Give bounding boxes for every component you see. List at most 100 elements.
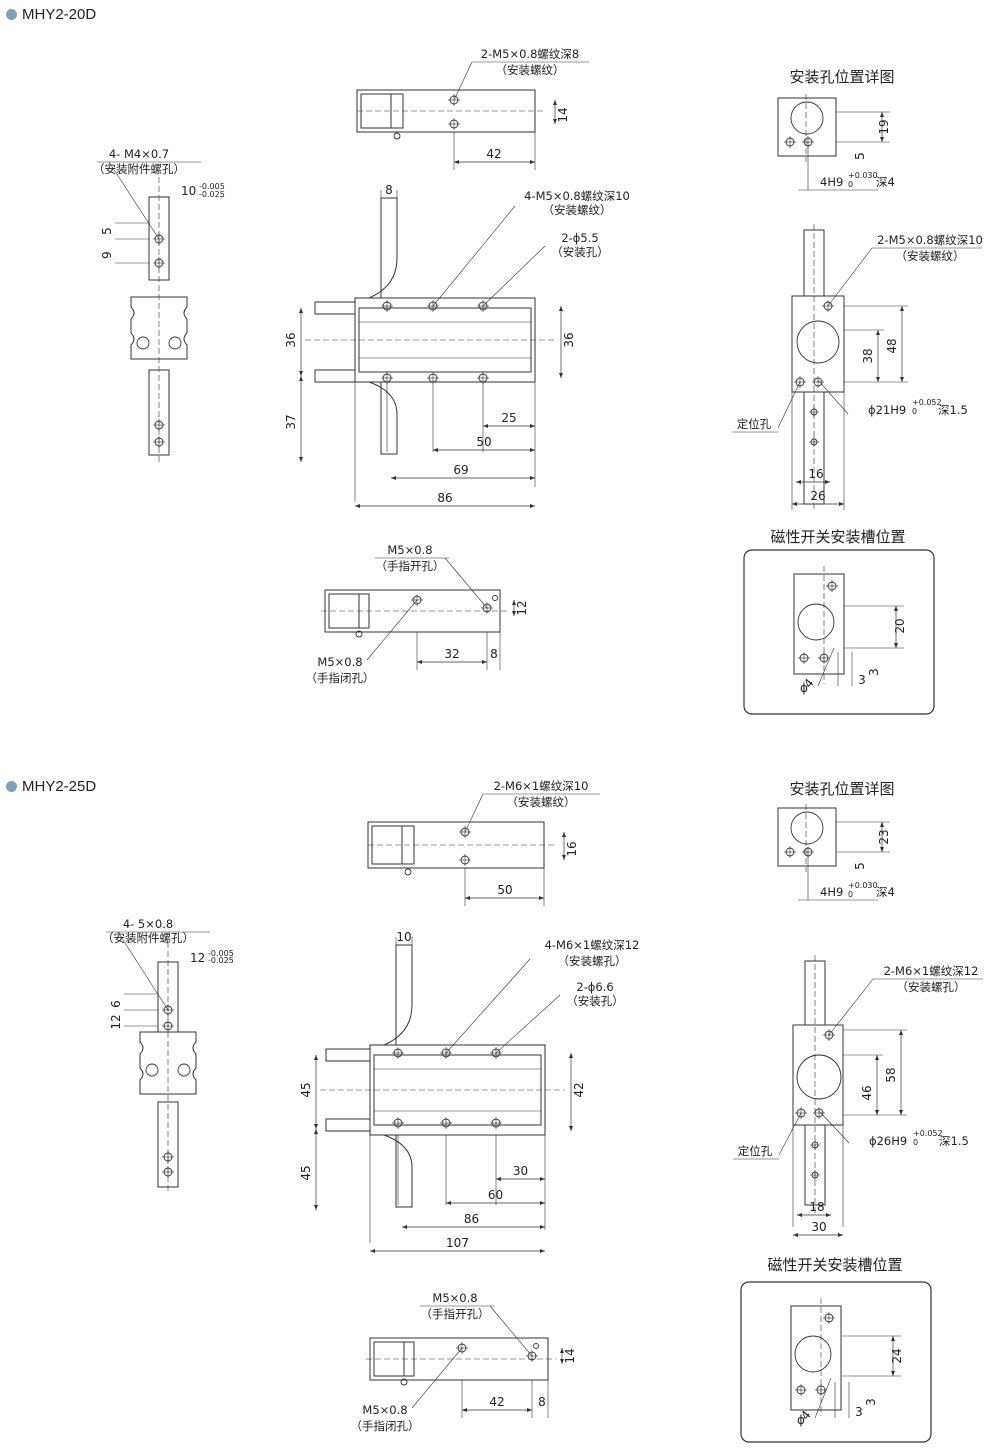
callout-thread-note: （安装螺纹） — [896, 249, 965, 263]
dimension-arrow — [540, 1201, 545, 1205]
callout-thread-note: （安装螺纹） — [496, 63, 565, 77]
dim-a: 23 — [877, 829, 891, 844]
hole-depth: 深4 — [876, 175, 895, 189]
open-hole-note: （手指开孔） — [421, 1307, 490, 1321]
bore-circle — [796, 1054, 842, 1100]
leader-line — [495, 994, 561, 1054]
dim-c: 3 — [858, 673, 866, 687]
piston-rod-bottom — [325, 1118, 371, 1132]
dimension-arrow — [299, 308, 303, 313]
dimension-arrow — [530, 424, 535, 428]
dimension-arrow — [299, 371, 303, 376]
leader-line — [444, 557, 488, 609]
bullet-dot-icon — [6, 781, 17, 792]
dim-a: 19 — [877, 119, 891, 134]
hole-tol-lower: 0 — [848, 180, 853, 189]
bullet-dot-icon — [6, 9, 17, 20]
dim-b1: 30 — [513, 1164, 528, 1178]
screw-icon — [168, 336, 182, 350]
dimension-arrow — [891, 1371, 895, 1376]
dimension-arrow — [512, 600, 516, 605]
small-hole — [400, 1378, 408, 1386]
callout-hole: 2-ϕ5.5 — [561, 231, 598, 245]
dimension-arrow — [894, 643, 898, 648]
dim-w1: 18 — [809, 1200, 824, 1214]
dimension-arrow — [825, 480, 830, 484]
dimension-arrow — [462, 1408, 467, 1412]
section-title-2: MHY2-25D — [6, 778, 96, 795]
dimension-arrow — [876, 330, 880, 335]
hole-spec: 4H9 — [820, 885, 843, 899]
screw-icon — [136, 336, 150, 350]
dimension-arrow — [880, 137, 884, 142]
small-hole — [492, 595, 498, 601]
tolerance-base: 10 — [181, 184, 196, 198]
dimension-arrow — [540, 1249, 545, 1253]
switch-panel — [743, 549, 935, 715]
dimension-arrow — [530, 448, 535, 452]
detail-outline — [777, 97, 837, 157]
dim-right: 36 — [562, 332, 576, 347]
dim-b: 3 — [864, 1398, 878, 1406]
model-name: MHY2-25D — [22, 778, 97, 795]
leader-line — [828, 978, 874, 1036]
callout-thread: 2-M6×1螺纹深10 — [494, 779, 589, 793]
dimension-arrow — [527, 1408, 532, 1412]
dimension-arrow — [540, 1177, 545, 1181]
locate-hole-label: 定位孔 — [737, 417, 772, 431]
callout-thread: 4-M6×1螺纹深12 — [545, 938, 640, 952]
piston-rod-top — [314, 301, 356, 315]
bore-circle — [790, 101, 824, 135]
leader-line — [814, 1377, 832, 1419]
callout-thread-note: （安装螺孔） — [897, 980, 966, 994]
callout-thread: 2-M6×1螺纹深12 — [884, 964, 979, 978]
callout-thread: 4-M5×0.8螺纹深10 — [524, 189, 630, 203]
dim-left2: 45 — [299, 1165, 313, 1180]
screw-icon — [145, 1063, 159, 1077]
callout-accessory-note: （安装附件螺孔） — [102, 931, 194, 945]
finger-lower — [804, 1124, 826, 1206]
finger-top — [383, 944, 413, 1046]
dimension-arrow — [402, 1225, 407, 1229]
dim-left2: 37 — [284, 414, 298, 429]
close-hole-note: （手指闭孔） — [306, 671, 375, 685]
dimension-arrow — [880, 112, 884, 117]
leader-line — [482, 245, 546, 307]
finger-bottom — [368, 381, 398, 455]
tolerance-lower: -0.025 — [208, 956, 234, 965]
dimension-arrow — [899, 1030, 903, 1035]
bore-circle — [796, 320, 840, 364]
dimension-arrow — [880, 847, 884, 852]
hole-depth: 深4 — [876, 885, 895, 899]
detail-title: 安装孔位置详图 — [789, 68, 894, 86]
dimension-arrow — [539, 896, 544, 900]
callout-accessory: 4- 5×0.8 — [123, 917, 173, 931]
bore-depth: 深1.5 — [938, 403, 968, 417]
dim-b2: 60 — [488, 1188, 503, 1202]
callout-thread: 2-M5×0.8螺纹深10 — [877, 233, 983, 247]
dimension-arrow — [530, 160, 535, 164]
dimension-arrow — [560, 1359, 564, 1364]
dimension-arrow — [894, 606, 898, 611]
locate-hole-label: 定位孔 — [738, 1144, 773, 1158]
small-hole — [404, 868, 412, 876]
dimension-arrow — [899, 1110, 903, 1115]
dimension-arrow — [314, 1129, 318, 1134]
callout-thread-note: （安装螺纹） — [543, 203, 612, 217]
dim-height: 14 — [563, 1348, 577, 1363]
leader-line — [117, 931, 169, 1011]
leader-line — [827, 247, 873, 307]
detail-outline — [777, 807, 837, 867]
dim-w1: 16 — [808, 467, 823, 481]
dimension-arrow — [433, 448, 438, 452]
close-hole-label: M5×0.8 — [317, 655, 362, 669]
dimension-arrow — [355, 504, 360, 508]
switch-title: 磁性开关安装槽位置 — [767, 1256, 902, 1274]
dimension-arrow — [496, 1177, 501, 1181]
